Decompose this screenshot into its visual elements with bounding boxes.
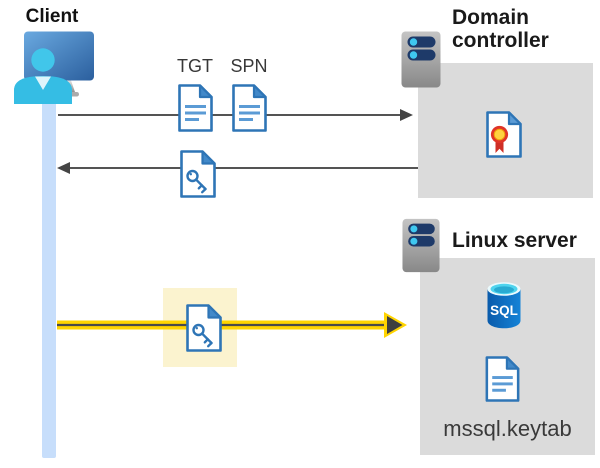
tgt-document-icon <box>178 84 213 132</box>
key-document-icon <box>180 150 216 198</box>
client-device-icon <box>14 31 94 104</box>
ticket-response-arrow <box>57 162 418 174</box>
domain-controller-title: Domain controller <box>452 6 549 52</box>
certificate-icon <box>486 111 522 158</box>
spn-document-icon <box>232 84 267 132</box>
spn-label: SPN <box>230 56 268 76</box>
keytab-document-icon <box>485 356 520 402</box>
client-title: Client <box>25 6 79 27</box>
key-glyph <box>192 323 213 348</box>
person-icon <box>14 48 72 104</box>
keytab-filename: mssql.keytab <box>443 416 572 441</box>
linux-server-icon <box>402 218 440 273</box>
domain-controller-server-icon <box>401 31 441 88</box>
key-document-highlight-icon <box>186 304 222 352</box>
tgt-label: TGT <box>177 56 213 76</box>
sql-label: SQL <box>490 303 518 318</box>
client-timeline-bar <box>42 92 56 458</box>
kerberos-auth-arrow <box>57 312 407 338</box>
linux-server-title: Linux server <box>452 229 577 252</box>
sql-database-icon: SQL <box>487 282 521 329</box>
request-arrow <box>58 109 413 121</box>
key-glyph <box>186 169 207 194</box>
